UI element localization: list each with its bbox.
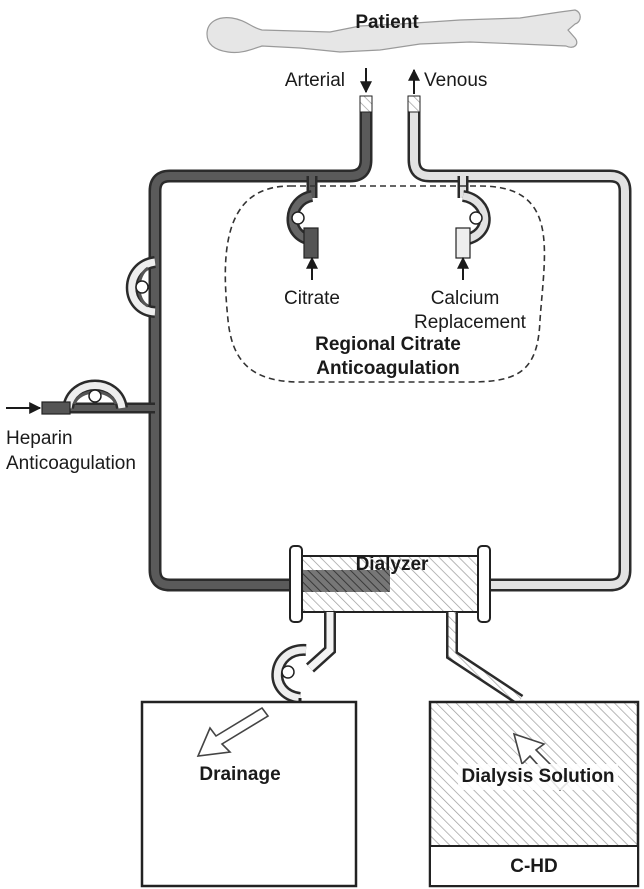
heparin-pump-icon <box>6 379 128 415</box>
arterial-connector <box>359 95 373 113</box>
venous-connector <box>407 95 421 113</box>
effluent-line <box>305 612 336 673</box>
venous-line <box>407 100 632 592</box>
patient-figure: Patient <box>206 9 581 54</box>
dialysis-solution-container: Dialysis Solution C-HD <box>428 700 640 888</box>
calcium-label-line2: Replacement <box>414 312 527 333</box>
drainage-pump-icon <box>271 644 307 704</box>
dialyzer: Dialyzer <box>289 545 491 623</box>
patient-silhouette <box>206 9 581 54</box>
heparin-label-line2: Anticoagulation <box>6 453 136 474</box>
blood-pump-icon <box>125 256 157 318</box>
arterial-label: Arterial <box>285 70 345 91</box>
drainage-arrow-icon <box>196 706 270 757</box>
citrate-pump-icon <box>286 190 319 280</box>
calcium-pump-icon <box>455 190 491 280</box>
venous-label: Venous <box>424 70 487 91</box>
citrate-label: Citrate <box>284 288 340 309</box>
drainage-label: Drainage <box>199 764 280 785</box>
heparin-label-line1: Heparin <box>6 428 73 449</box>
dialysate-line <box>446 612 524 706</box>
regional-citrate-label-line2: Anticoagulation <box>316 358 460 379</box>
arterial-line <box>68 100 373 592</box>
calcium-label-line1: Calcium <box>431 288 500 309</box>
regional-citrate-region <box>224 185 546 383</box>
dialysis-solution-label: Dialysis Solution <box>461 766 614 787</box>
drainage-container: Drainage <box>140 700 358 888</box>
dialyzer-label: Dialyzer <box>356 554 429 575</box>
regional-citrate-label-line1: Regional Citrate <box>315 334 461 355</box>
mode-label: C-HD <box>510 856 558 877</box>
patient-label: Patient <box>355 12 419 33</box>
